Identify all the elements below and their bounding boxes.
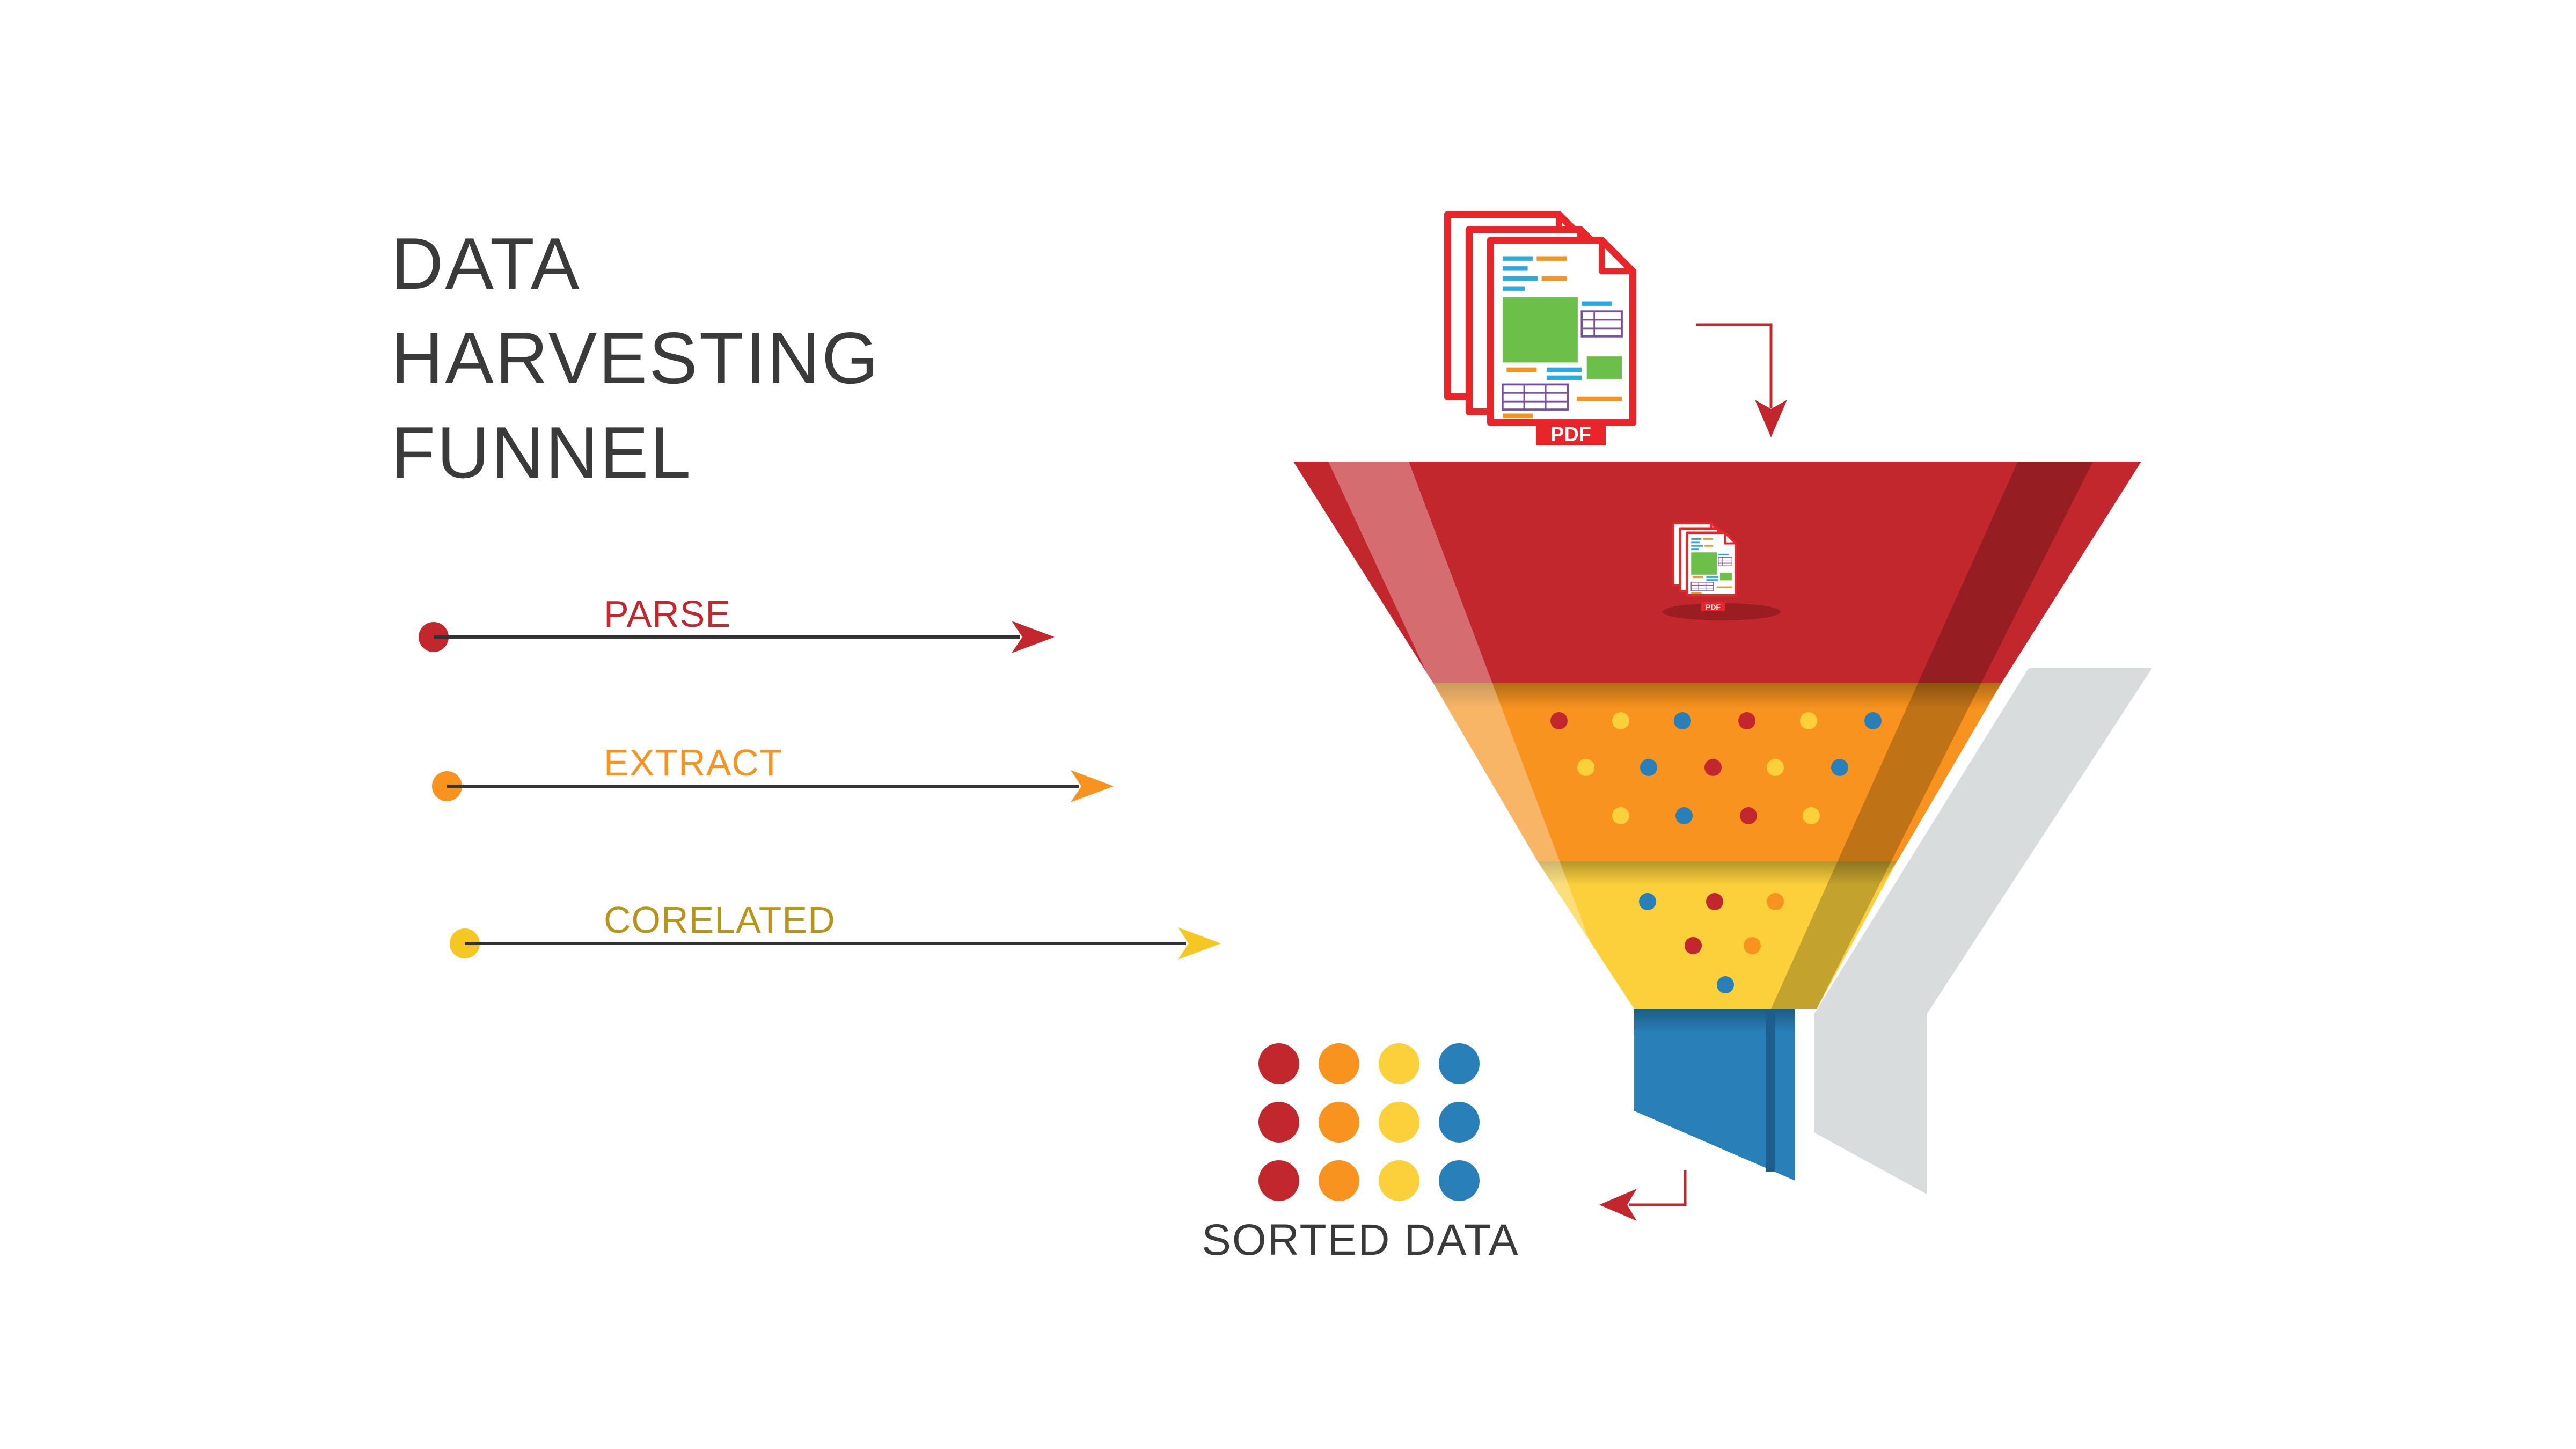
data-dot [1685, 937, 1702, 954]
funnel-highlight [1328, 462, 1615, 1009]
sorted-data-dot [1439, 1102, 1480, 1143]
step-corelated-arrowhead [1178, 927, 1221, 960]
step-corelated: CORELATED [450, 899, 1221, 960]
pdf-in-funnel-icon: PDF [1663, 523, 1781, 620]
sorted-data-dot [1319, 1043, 1359, 1084]
pdf-to-funnel-arrow [1696, 323, 1787, 437]
data-dot [1577, 759, 1594, 776]
data-dot [1704, 759, 1722, 776]
sorted-data-dot [1379, 1043, 1419, 1084]
sorted-data-dot [1258, 1160, 1299, 1201]
funnel-band-corelated [1538, 861, 1897, 1009]
funnel-spout [1634, 1009, 1795, 1181]
funnel-data-dots [1550, 712, 1882, 993]
funnel-shadow [1814, 668, 2152, 1194]
step-extract-arrowhead [1071, 770, 1114, 802]
funnel-dark-edge [1771, 462, 2093, 1009]
data-dot [1767, 893, 1784, 910]
sorted-data-dot [1439, 1160, 1480, 1201]
sorted-data-dot [1379, 1160, 1419, 1201]
data-dot [1767, 759, 1784, 776]
data-dot [1831, 759, 1848, 776]
data-dot [1717, 976, 1734, 993]
spout-to-sorted-arrow [1599, 1170, 1687, 1221]
sorted-data-dot [1258, 1102, 1299, 1143]
step-corelated-label: CORELATED [604, 899, 836, 941]
pdf-documents-icon: PDF [1447, 215, 1633, 446]
sorted-data-dot [1319, 1102, 1359, 1143]
sorted-data-label: SORTED DATA [1202, 1216, 1519, 1264]
title-line-1: DATA [391, 223, 581, 304]
step-extract-label: EXTRACT [604, 742, 783, 784]
step-extract: EXTRACT [432, 742, 1114, 802]
title-line-2: HARVESTING [391, 317, 880, 399]
sorted-data-grid [1258, 1043, 1480, 1201]
sorted-data-dot [1379, 1102, 1419, 1143]
data-dot [1550, 712, 1568, 729]
sorted-data-dot [1439, 1043, 1480, 1084]
data-dot [1674, 712, 1691, 729]
data-dot [1640, 759, 1657, 776]
title-line-3: FUNNEL [391, 412, 692, 493]
data-dot [1675, 807, 1693, 824]
sorted-data-dot [1319, 1160, 1359, 1201]
data-dot [1800, 712, 1817, 729]
pdf-tag-box [1536, 420, 1606, 445]
pdf-tag-label: PDF [1550, 423, 1591, 446]
data-dot [1612, 712, 1629, 729]
step-parse: PARSE [419, 593, 1055, 653]
step-parse-arrowhead [1012, 621, 1055, 653]
data-dot [1738, 712, 1755, 729]
data-dot [1740, 807, 1757, 824]
data-dot [1744, 937, 1761, 954]
data-dot [1803, 807, 1820, 824]
data-dot [1612, 807, 1629, 824]
step-parse-label: PARSE [604, 593, 731, 635]
sorted-data-dot [1258, 1043, 1299, 1084]
data-dot [1864, 712, 1882, 729]
data-dot [1639, 893, 1656, 910]
data-dot [1706, 893, 1723, 910]
pdf-in-funnel-tag: PDF [1706, 603, 1721, 611]
